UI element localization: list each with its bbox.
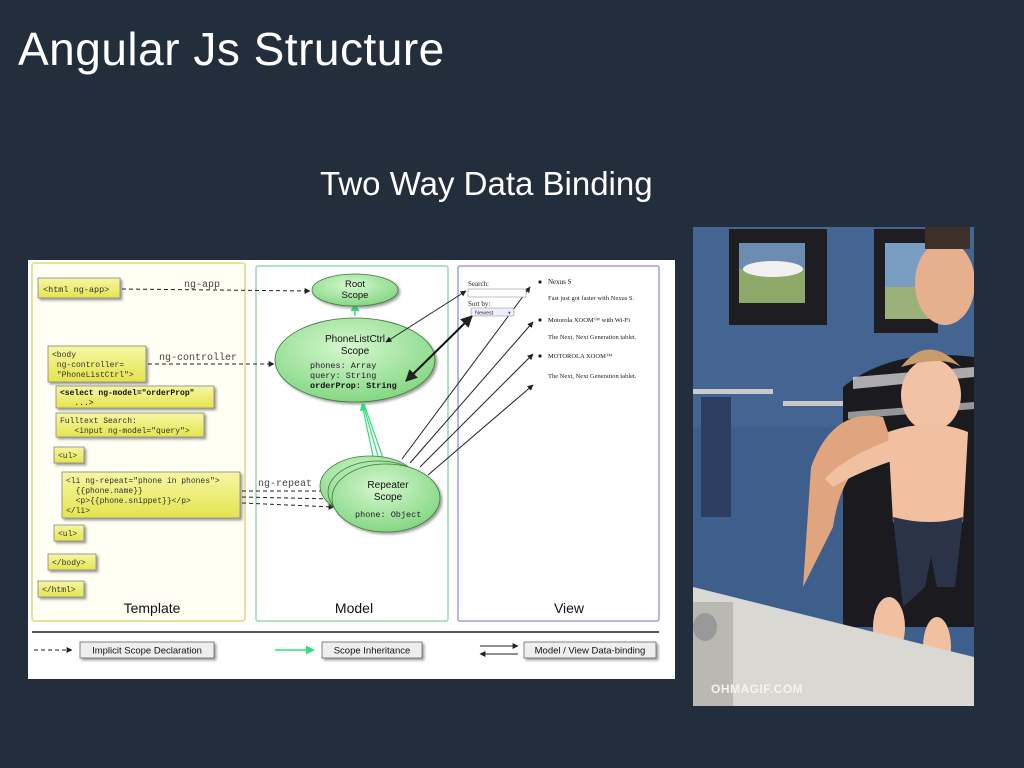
photo-baby [901, 359, 961, 431]
inheritance-arrow-repeater-1 [359, 403, 374, 457]
view-phone-snippet-3: The Next, Next Generation tablet. [548, 373, 637, 380]
repeater-scope-label-2: Scope [374, 492, 403, 503]
code-search-line-2: <input ng-model="query"> [60, 427, 190, 436]
code-body-close: </body> [52, 559, 86, 568]
angular-structure-diagram: <html ng-app> <body ng-controller= "Phon… [28, 260, 675, 679]
view-sort-chevron: ▾ [508, 311, 511, 317]
legend-binding-label: Model / View Data-binding [535, 646, 646, 657]
view-phone-name-3: MOTOROLA XOOM™ [548, 353, 613, 360]
view-phone-bullet-1 [538, 280, 542, 284]
legend-inheritance-box [321, 641, 423, 659]
view-phone-snippet-2: The Next, Next Generation tablet. [548, 334, 637, 341]
repeater-prop-phone: phone: Object [355, 510, 421, 520]
root-scope [311, 273, 399, 307]
binding-arrow-phone-2 [409, 321, 534, 464]
legend-implicit-box [79, 641, 215, 659]
column-label-view: View [554, 600, 585, 616]
code-box-body [47, 345, 147, 383]
view-phone-name-1: Nexus S [548, 278, 572, 286]
code-body-line-2: ng-controller= [52, 361, 124, 370]
ctrl-prop-query: query: String [310, 371, 376, 381]
view-phone-bullet-2 [538, 318, 542, 322]
inheritance-arrow-repeater-2 [362, 403, 379, 457]
binding-arrow-orderprop [405, 315, 473, 382]
slide-title: Angular Js Structure [18, 23, 445, 75]
code-search-line-1: Fulltext Search: [60, 417, 137, 426]
code-box-body-close [47, 553, 97, 571]
view-panel [457, 265, 660, 622]
code-box-search [55, 412, 205, 438]
ng-repeat-arrow-2 [241, 495, 333, 502]
repeater-scope-label-1: Repeater [367, 480, 409, 491]
ng-app-arrow [121, 287, 311, 294]
code-html-app: <html ng-app> [43, 285, 109, 295]
inheritance-arrow-repeater-3 [363, 403, 384, 459]
legend-implicit-label: Implicit Scope Declaration [92, 646, 202, 657]
photo-watermark: OHMAGIF.COM [711, 682, 804, 696]
code-repeat-line-2: {{phone.name}} [66, 487, 143, 496]
baby-dancing-gif: OHMAGIF.COM [693, 227, 974, 706]
ng-repeat-label: ng-repeat [258, 479, 312, 490]
column-label-template: Template [124, 600, 181, 616]
view-sort-label: Sort by: [468, 300, 490, 308]
code-ul-close: <ul> [58, 530, 77, 539]
code-body-line-1: <body [52, 351, 76, 360]
legend-inheritance-label: Scope Inheritance [334, 646, 411, 657]
slide-subtitle: Two Way Data Binding [320, 165, 653, 202]
ctrl-prop-orderprop: orderProp: String [310, 381, 397, 391]
code-box-ul-close [53, 524, 85, 542]
code-html-close: </html> [42, 586, 76, 595]
code-box-html-app [37, 277, 121, 299]
view-search-input[interactable] [467, 288, 527, 298]
code-select-line-1: <select ng-model="orderProp" [60, 389, 194, 398]
ng-controller-label: ng-controller [159, 352, 237, 364]
code-select-line-2: ...> [60, 399, 94, 408]
root-scope-label-2: Scope [342, 290, 369, 301]
ng-app-label: ng-app [184, 280, 220, 291]
code-repeat-line-4: </li> [66, 507, 90, 516]
code-box-select [55, 385, 215, 409]
ng-repeat-arrow-3 [241, 502, 335, 510]
ctrl-prop-phones: phones: Array [310, 361, 376, 371]
view-sort-value: Newest [475, 311, 494, 317]
binding-arrow-phone-3 [419, 353, 534, 468]
ctrl-scope-label-2: Scope [341, 346, 370, 357]
code-box-ul-open [53, 446, 85, 464]
code-repeat-line-3: <p>{{phone.snippet}}</p> [66, 497, 191, 506]
view-search-label: Search: [468, 280, 489, 288]
repeater-scope-stack [319, 455, 441, 533]
code-box-repeat [61, 471, 241, 519]
code-box-html-close [37, 580, 85, 598]
view-phone-snippet-1: Fast just got faster with Nexus S. [548, 295, 634, 302]
code-repeat-line-1: <li ng-repeat="phone in phones"> [66, 477, 220, 486]
view-phone-bullet-3 [538, 354, 542, 358]
code-body-line-3: "PhoneListCtrl"> [52, 371, 134, 380]
view-sort-select[interactable] [470, 307, 515, 317]
binding-arrow-phone-4 [427, 384, 534, 476]
legend-binding-box [523, 641, 657, 659]
ctrl-scope-label-1: PhoneListCtrl [325, 334, 385, 345]
root-scope-label-1: Root [345, 279, 365, 290]
column-label-model: Model [335, 600, 373, 616]
code-ul-open: <ul> [58, 452, 77, 461]
view-phone-name-2: Motorola XOOM™ with Wi-Fi [548, 317, 630, 324]
